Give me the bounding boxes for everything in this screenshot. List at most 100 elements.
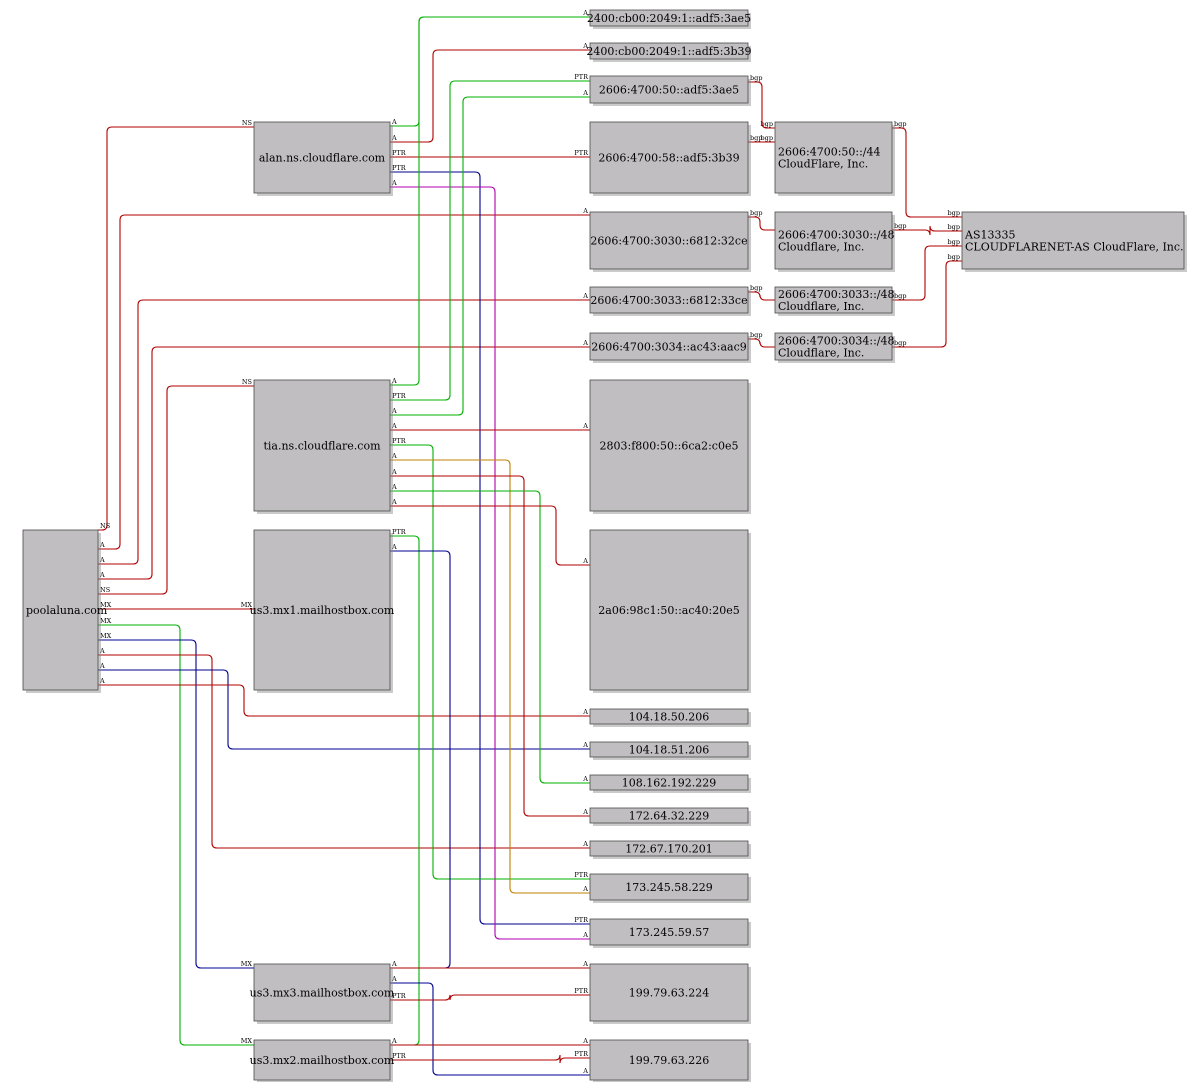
- node-ip6c[interactable]: 2606:4700:50::adf5:3ae5: [589, 75, 751, 106]
- edge-tia-to-v4f: [390, 444, 590, 880]
- edge-alan-to-v4g: [390, 171, 590, 925]
- edge-label-target-8: A: [582, 840, 588, 848]
- edge-alan-to-ip6b: [390, 49, 590, 143]
- node-box: [774, 286, 893, 314]
- node-box: [589, 9, 749, 27]
- edge-label-source-10: A: [99, 677, 105, 685]
- edge-label-source-15: A: [391, 179, 397, 187]
- node-label: 2606:4700:3030::6812:32ce: [590, 235, 747, 248]
- node-label: Cloudflare, Inc.: [778, 241, 864, 254]
- node-v4f[interactable]: 173.245.58.229: [589, 873, 751, 903]
- edge-ip6g-to-pfx3034: [748, 338, 775, 348]
- node-box: [253, 963, 391, 1022]
- node-v4b[interactable]: 104.18.51.206: [589, 741, 751, 760]
- edge-label-target-30: PTR: [574, 987, 589, 995]
- edge-poolaluna-to-v4e: [98, 654, 590, 849]
- node-label: 2606:4700:58::adf5:3b39: [598, 152, 739, 165]
- node-v4i[interactable]: 199.79.63.226: [589, 1039, 751, 1082]
- edge-ip6e-to-pfx3030: [748, 216, 775, 231]
- node-v4a[interactable]: 104.18.50.206: [589, 708, 751, 727]
- node-v4h[interactable]: 199.79.63.224: [589, 963, 751, 1024]
- node-mx1[interactable]: us3.mx1.mailhostbox.com: [250, 529, 395, 693]
- edge-label-target-1: A: [582, 207, 588, 215]
- node-v4e[interactable]: 172.67.170.201: [589, 840, 751, 859]
- node-box: [961, 211, 1185, 270]
- node-ip6b[interactable]: 2400:cb00:2049:1::adf5:3b39: [586, 42, 752, 62]
- edge-mx3-to-v4i: [390, 982, 590, 1076]
- edge-tia-to-ip6c: [390, 96, 590, 416]
- edge-label-target-29: A: [582, 1037, 588, 1045]
- edge-label-source-0: NS: [100, 522, 110, 530]
- edge-label-source-7: MX: [100, 632, 112, 640]
- edge-label-source-22: A: [391, 468, 397, 476]
- edge-label-source-21: A: [391, 452, 397, 460]
- node-ip6g[interactable]: 2606:4700:3034::ac43:aac9: [589, 332, 751, 363]
- edge-label-source-33: bgp: [750, 134, 762, 142]
- edge-label-target-24: A: [582, 557, 588, 565]
- edge-mx1-to-mx3: [390, 550, 451, 969]
- node-ip6i[interactable]: 2a06:98c1:50::ac40:20e5: [589, 529, 751, 693]
- node-poolaluna[interactable]: poolaluna.com: [22, 529, 108, 693]
- node-label: us3.mx2.mailhostbox.com: [250, 1054, 395, 1067]
- edge-label-source-1: A: [99, 541, 105, 549]
- edge-label-source-3: A: [99, 571, 105, 579]
- edge-label-target-18: A: [582, 89, 588, 97]
- node-label: 104.18.51.206: [629, 744, 709, 757]
- node-box: [589, 963, 749, 1022]
- edge-label-source-40: bgp: [894, 339, 906, 347]
- node-label: 2606:4700:3034::/48: [778, 335, 895, 348]
- edge-label-source-38: bgp: [894, 222, 906, 230]
- node-alan[interactable]: alan.ns.cloudflare.com: [253, 121, 393, 196]
- node-label: tia.ns.cloudflare.com: [263, 440, 381, 453]
- edge-label-source-9: A: [99, 662, 105, 670]
- node-ip6a[interactable]: 2400:cb00:2049:1::adf5:3ae5: [587, 9, 751, 29]
- edge-label-target-19: A: [582, 422, 588, 430]
- edge-label-target-40: bgp: [948, 253, 960, 261]
- node-label: 2400:cb00:2049:1::adf5:3ae5: [587, 12, 751, 25]
- edge-label-source-16: A: [391, 377, 397, 385]
- node-ip6f[interactable]: 2606:4700:3033::6812:33ce: [589, 286, 751, 316]
- edge-label-target-33: bgp: [761, 134, 773, 142]
- node-box: [774, 121, 893, 194]
- edge-label-source-27: A: [391, 960, 397, 968]
- edge-label-target-9: A: [582, 741, 588, 749]
- node-ip6e[interactable]: 2606:4700:3030::6812:32ce: [589, 211, 751, 272]
- node-box: [589, 379, 749, 512]
- node-v4g[interactable]: 173.245.59.57: [589, 918, 751, 948]
- edge-label-target-11: A: [582, 9, 588, 17]
- edge-label-target-23: A: [582, 775, 588, 783]
- node-label: 199.79.63.224: [629, 987, 709, 1000]
- edge-poolaluna-to-mx3: [98, 639, 254, 969]
- edge-label-source-32: bgp: [750, 74, 762, 82]
- edge-tia-to-ip6c: [390, 80, 590, 401]
- node-v4c[interactable]: 108.162.192.229: [589, 774, 751, 793]
- edge-label-source-12: A: [391, 134, 397, 142]
- node-ip6h[interactable]: 2803:f800:50::6ca2:c0e5: [589, 379, 751, 514]
- node-mx3[interactable]: us3.mx3.mailhostbox.com: [250, 963, 395, 1024]
- node-mx2[interactable]: us3.mx2.mailhostbox.com: [250, 1039, 395, 1082]
- edge-alan-to-ip6a: [390, 16, 590, 127]
- node-tia[interactable]: tia.ns.cloudflare.com: [253, 379, 393, 514]
- node-box: [589, 1039, 749, 1081]
- node-label: 2606:4700:50::/44: [778, 146, 881, 159]
- node-v4d[interactable]: 172.64.32.229: [589, 807, 751, 826]
- node-box: [589, 708, 749, 725]
- node-label: us3.mx3.mailhostbox.com: [250, 987, 395, 1000]
- edge-tia-to-ip6a: [390, 16, 590, 386]
- node-ip6d[interactable]: 2606:4700:58::adf5:3b39: [589, 121, 751, 196]
- edge-label-source-35: bgp: [750, 284, 762, 292]
- edge-mx2-to-v4h: [390, 994, 590, 1001]
- edge-label-target-5: MX: [241, 601, 253, 609]
- edge-label-source-23: A: [391, 483, 397, 491]
- node-label: CloudFlare, Inc.: [778, 158, 868, 171]
- node-label: 2606:4700:3033::6812:33ce: [590, 294, 747, 307]
- edge-label-source-5: MX: [100, 601, 112, 609]
- node-box: [253, 1039, 391, 1081]
